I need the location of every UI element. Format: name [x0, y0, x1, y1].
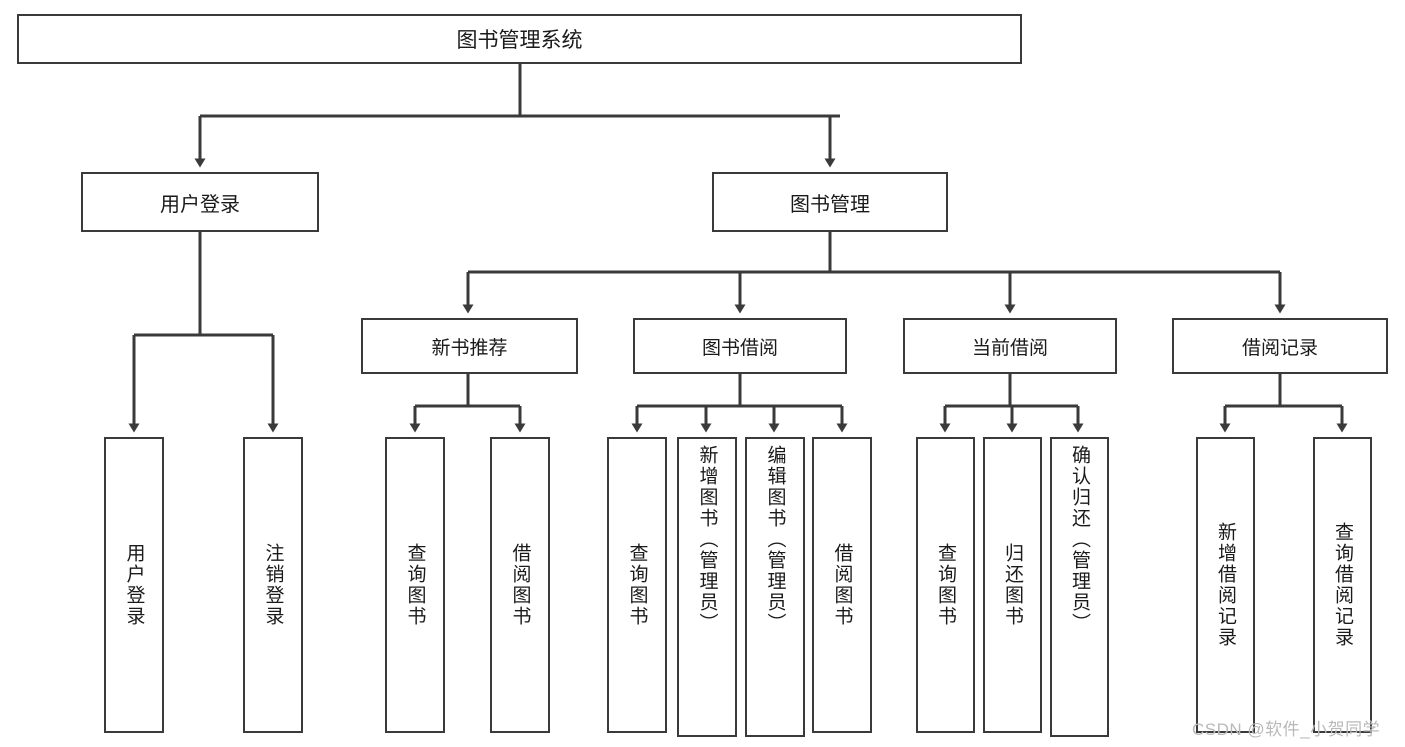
node-current-borrow[interactable]: 当前借阅 — [903, 318, 1117, 374]
leaf-borrow-borrow-book[interactable]: 借阅图书 — [812, 437, 872, 733]
leaf-current-return-book[interactable]: 归还图书 — [983, 437, 1042, 733]
leaf-label: 确认归还（管理员） — [1069, 445, 1090, 634]
leaf-record-add-record[interactable]: 新增借阅记录 — [1196, 437, 1255, 733]
leaf-label: 新增借阅记录 — [1215, 522, 1236, 648]
leaf-label: 查询图书 — [935, 543, 956, 627]
node-root[interactable]: 图书管理系统 — [17, 14, 1022, 64]
leaf-label: 借阅图书 — [831, 543, 853, 627]
node-new-book-recommend[interactable]: 新书推荐 — [361, 318, 578, 374]
node-root-label: 图书管理系统 — [456, 29, 583, 52]
node-current-borrow-label: 当前借阅 — [971, 337, 1048, 359]
node-book-management-label: 图书管理 — [790, 193, 870, 216]
leaf-recommend-borrow-book[interactable]: 借阅图书 — [490, 437, 550, 733]
node-book-borrow-label: 图书借阅 — [701, 337, 778, 359]
leaf-current-confirm-return-admin[interactable]: 确认归还（管理员） — [1050, 437, 1109, 737]
leaf-recommend-query-book[interactable]: 查询图书 — [385, 437, 445, 733]
node-book-management[interactable]: 图书管理 — [712, 172, 948, 232]
leaf-borrow-edit-book-admin[interactable]: 编辑图书（管理员） — [745, 437, 805, 737]
leaf-label: 查询图书 — [626, 543, 648, 627]
leaf-label: 新增图书（管理员） — [696, 445, 718, 634]
leaf-user-login-login[interactable]: 用户登录 — [104, 437, 164, 733]
csdn-watermark: CSDN @软件_小贺同学 — [1192, 720, 1381, 739]
node-user-login[interactable]: 用户登录 — [81, 172, 319, 232]
leaf-borrow-add-book-admin[interactable]: 新增图书（管理员） — [677, 437, 737, 737]
leaf-label: 查询借阅记录 — [1332, 522, 1353, 648]
leaf-record-query-record[interactable]: 查询借阅记录 — [1313, 437, 1372, 733]
leaf-label: 借阅图书 — [509, 543, 531, 627]
leaf-user-login-logout[interactable]: 注销登录 — [243, 437, 303, 733]
node-user-login-label: 用户登录 — [160, 193, 240, 216]
node-borrow-record-label: 借阅记录 — [1241, 337, 1318, 359]
leaf-current-query-book[interactable]: 查询图书 — [916, 437, 975, 733]
leaf-label: 查询图书 — [404, 543, 426, 627]
leaf-label: 用户登录 — [123, 543, 145, 627]
node-borrow-record[interactable]: 借阅记录 — [1172, 318, 1388, 374]
node-new-book-recommend-label: 新书推荐 — [431, 337, 508, 359]
node-book-borrow[interactable]: 图书借阅 — [633, 318, 847, 374]
leaf-label: 编辑图书（管理员） — [764, 445, 786, 634]
leaf-label: 归还图书 — [1002, 543, 1023, 627]
leaf-borrow-query-book[interactable]: 查询图书 — [607, 437, 667, 733]
leaf-label: 注销登录 — [262, 543, 284, 627]
